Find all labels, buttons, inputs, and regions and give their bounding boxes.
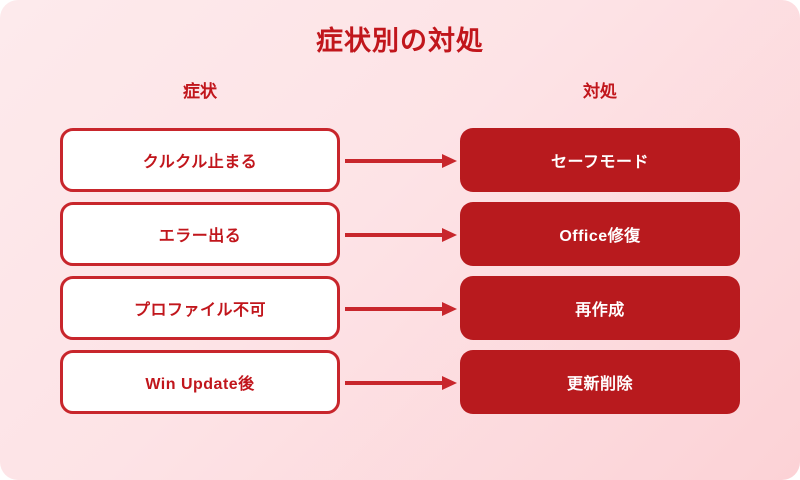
arrow-shaft: [345, 233, 443, 237]
mapping-rows: クルクル止まる セーフモード エラー出る Office修復 プロファイル不可 再…: [0, 128, 800, 424]
arrow-head: [442, 154, 457, 168]
arrow-head: [442, 228, 457, 242]
symptom-box[interactable]: エラー出る: [60, 202, 340, 266]
arrow-right-icon: [345, 154, 457, 168]
fix-box[interactable]: Office修復: [460, 202, 740, 266]
page-title: 症状別の対処: [316, 26, 484, 56]
symptom-box[interactable]: プロファイル不可: [60, 276, 340, 340]
column-header-symptom: 症状: [183, 82, 217, 101]
fix-box[interactable]: セーフモード: [460, 128, 740, 192]
arrow-shaft: [345, 159, 443, 163]
arrow-right-icon: [345, 302, 457, 316]
symptom-box[interactable]: クルクル止まる: [60, 128, 340, 192]
arrow-head: [442, 302, 457, 316]
symptom-box[interactable]: Win Update後: [60, 350, 340, 414]
column-header-fix: 対処: [583, 82, 617, 101]
arrow-head: [442, 376, 457, 390]
arrow-shaft: [345, 307, 443, 311]
mapping-row: Win Update後 更新削除: [0, 350, 800, 414]
arrow-right-icon: [345, 376, 457, 390]
fix-box[interactable]: 再作成: [460, 276, 740, 340]
mapping-row: エラー出る Office修復: [0, 202, 800, 266]
arrow-shaft: [345, 381, 443, 385]
mapping-row: プロファイル不可 再作成: [0, 276, 800, 340]
fix-box[interactable]: 更新削除: [460, 350, 740, 414]
mapping-row: クルクル止まる セーフモード: [0, 128, 800, 192]
arrow-right-icon: [345, 228, 457, 242]
